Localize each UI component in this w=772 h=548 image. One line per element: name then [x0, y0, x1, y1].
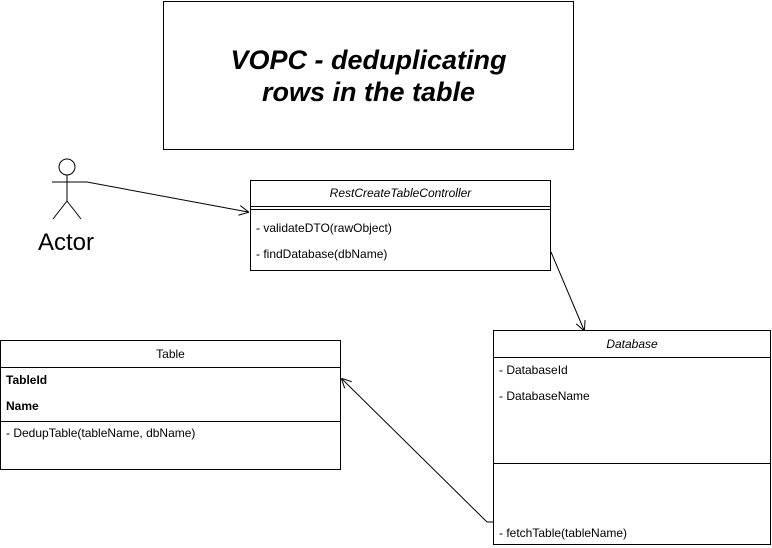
table-attribute-tableid: TableId: [6, 373, 48, 387]
arrow-database-to-table: [342, 379, 493, 523]
arrow-actor-to-controller: [82, 181, 248, 212]
controller-divider: [251, 209, 550, 210]
table-divider: [1, 421, 340, 422]
table-method-dedup: - DedupTable(tableName, dbName): [6, 426, 196, 440]
database-divider: [494, 463, 770, 464]
table-class-box: Table TableId Name - DedupTable(tableNam…: [0, 340, 341, 470]
actor-figure: [52, 158, 82, 220]
diagram-title: VOPC - deduplicating rows in the table: [230, 44, 507, 107]
table-class-name: Table: [1, 341, 340, 368]
controller-class-box: RestCreateTableController - validateDTO(…: [250, 180, 551, 271]
database-attribute-id: - DatabaseId: [499, 363, 568, 377]
diagram-title-box: VOPC - deduplicating rows in the table: [163, 1, 574, 150]
table-attribute-name: Name: [6, 399, 39, 413]
database-attribute-name: - DatabaseName: [499, 389, 590, 403]
controller-method-validate: - validateDTO(rawObject): [256, 221, 392, 235]
database-class-box: Database - DatabaseId - DatabaseName - f…: [493, 330, 771, 545]
controller-method-find-database: - findDatabase(dbName): [256, 247, 388, 261]
database-method-fetch: - fetchTable(tableName): [499, 526, 628, 540]
controller-class-name: RestCreateTableController: [251, 181, 550, 207]
database-class-name: Database: [494, 331, 770, 358]
arrow-controller-to-database: [550, 251, 584, 330]
actor-label: Actor: [38, 229, 95, 256]
